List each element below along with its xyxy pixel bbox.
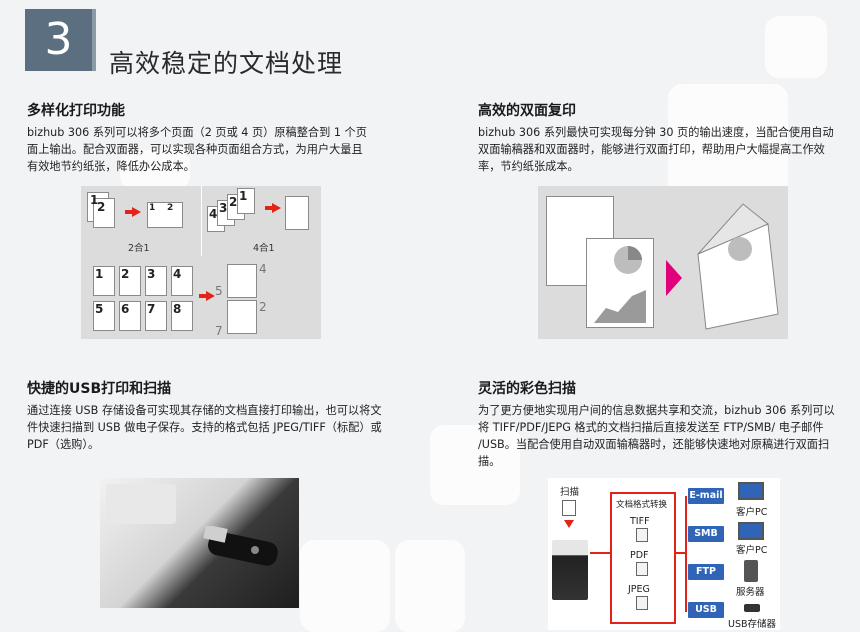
server-icon xyxy=(744,560,758,582)
multi-print-illustration: 2 1 1 2 2合1 4 3 2 1 4合1 1 2 3 4 5 6 7 8 … xyxy=(81,186,321,339)
arrow xyxy=(199,294,207,298)
page-number-label: 2 xyxy=(259,300,267,314)
background-decoration xyxy=(120,150,190,190)
usb-icon xyxy=(744,604,760,612)
page-thumb xyxy=(93,198,115,228)
section-title-color-scan: 灵活的彩色扫描 xyxy=(478,381,576,397)
page-thumb xyxy=(145,266,167,296)
page-number-label: 4 xyxy=(259,262,267,276)
section-title-multi-print: 多样化打印功能 xyxy=(27,103,125,119)
format-tiff: TIFF xyxy=(630,516,650,527)
usb-button[interactable]: USB xyxy=(688,602,724,618)
usb-stick-graphic xyxy=(203,526,278,566)
page-number-label: 3 xyxy=(147,267,156,281)
chart-graphic xyxy=(594,246,646,323)
arrow-head xyxy=(206,291,215,301)
page-thumb xyxy=(237,188,255,214)
combined-page xyxy=(227,264,257,298)
page-thumb xyxy=(93,301,115,331)
usb-device-photo xyxy=(100,478,299,608)
email-button[interactable]: E-mail xyxy=(688,488,724,504)
section-number-badge: 3 xyxy=(25,9,96,71)
page-thumb xyxy=(145,301,167,331)
page-number-label: 2 xyxy=(229,195,238,209)
format-jpeg: JPEG xyxy=(628,584,650,595)
caption-2in1: 2合1 xyxy=(128,243,150,254)
section-title-usb-print: 快捷的USB打印和扫描 xyxy=(27,381,172,397)
smb-button[interactable]: SMB xyxy=(688,526,724,542)
divider xyxy=(201,186,202,256)
control-panel xyxy=(106,484,176,524)
page-number-label: 4 xyxy=(209,207,218,221)
smb-target: 客户PC xyxy=(736,545,768,556)
page-number-label: 4 xyxy=(173,267,182,281)
connector-line xyxy=(685,496,687,612)
page-number-label: 1 xyxy=(149,203,156,213)
email-target: 客户PC xyxy=(736,507,768,518)
connector-line xyxy=(676,552,686,554)
page-number-label: 2 xyxy=(121,267,130,281)
duplex-copy-illustration xyxy=(538,186,788,339)
section-title-duplex-copy: 高效的双面复印 xyxy=(478,103,576,119)
document-icon xyxy=(636,562,648,576)
usb-target: USB存储器 xyxy=(728,619,777,630)
format-pdf: PDF xyxy=(630,550,649,561)
format-convert-box: 文档格式转换 TIFF PDF JPEG xyxy=(610,492,676,624)
section-body-usb-print: 通过连接 USB 存储设备可实现其存储的文档直接打印输出，也可以将文件快速扫描到… xyxy=(27,404,382,451)
page-number-label: 7 xyxy=(215,324,223,338)
scan-label: 扫描 xyxy=(560,487,580,498)
page-number-label: 3 xyxy=(219,201,228,215)
page-thumb xyxy=(171,301,193,331)
arrow-head xyxy=(272,203,281,213)
ftp-button[interactable]: FTP xyxy=(688,564,724,580)
arrow xyxy=(125,210,133,214)
page-thumb xyxy=(93,266,115,296)
document-icon xyxy=(636,596,648,610)
page-thumb xyxy=(119,301,141,331)
scan-flow-diagram: 扫描 文档格式转换 TIFF PDF JPEG E-mail SMB FTP U… xyxy=(548,478,780,630)
folded-page-graphic xyxy=(697,203,779,330)
page-number-label: 8 xyxy=(173,302,182,316)
combined-page xyxy=(147,202,183,228)
convert-title: 文档格式转换 xyxy=(616,500,668,510)
background-decoration xyxy=(765,16,827,78)
page-number-label: 1 xyxy=(95,267,104,281)
caption-4in1: 4合1 xyxy=(253,243,275,254)
combined-page xyxy=(285,196,309,230)
arrow-head xyxy=(132,207,141,217)
page-number-label: 5 xyxy=(215,284,223,298)
page-number-label: 2 xyxy=(97,200,106,214)
arrow-triangle xyxy=(666,260,682,296)
background-decoration xyxy=(430,425,520,505)
arrow-down xyxy=(564,520,574,528)
connector-line xyxy=(590,552,610,554)
combined-page xyxy=(227,300,257,334)
background-decoration xyxy=(668,84,788,204)
page-number-label: 1 xyxy=(239,189,248,203)
document-icon xyxy=(636,528,648,542)
pc-icon xyxy=(738,482,764,500)
page-thumb xyxy=(171,266,193,296)
page-thumb xyxy=(119,266,141,296)
page-number-label: 1 xyxy=(90,193,99,207)
arrow xyxy=(265,206,273,210)
copier-icon xyxy=(552,540,588,600)
background-decoration xyxy=(300,540,390,632)
page-number-label: 2 xyxy=(167,203,174,213)
page-number-label: 6 xyxy=(121,302,130,316)
section-body-duplex-copy: bizhub 306 系列最快可实现每分钟 30 页的输出速度，当配合使用自动双… xyxy=(478,126,834,173)
section-body-multi-print: bizhub 306 系列可以将多个页面（2 页或 4 页）原稿整合到 1 个页… xyxy=(27,126,367,173)
ftp-target: 服务器 xyxy=(736,587,765,598)
background-decoration xyxy=(395,540,465,632)
page-title: 高效稳定的文档处理 xyxy=(109,49,344,78)
page-number-label: 7 xyxy=(147,302,156,316)
page-number-label: 5 xyxy=(95,302,104,316)
pc-icon xyxy=(738,522,764,540)
scan-page-icon xyxy=(562,500,576,516)
section-body-color-scan: 为了更方便地实现用户间的信息数据共享和交流，bizhub 306 系列可以将 T… xyxy=(478,404,835,468)
